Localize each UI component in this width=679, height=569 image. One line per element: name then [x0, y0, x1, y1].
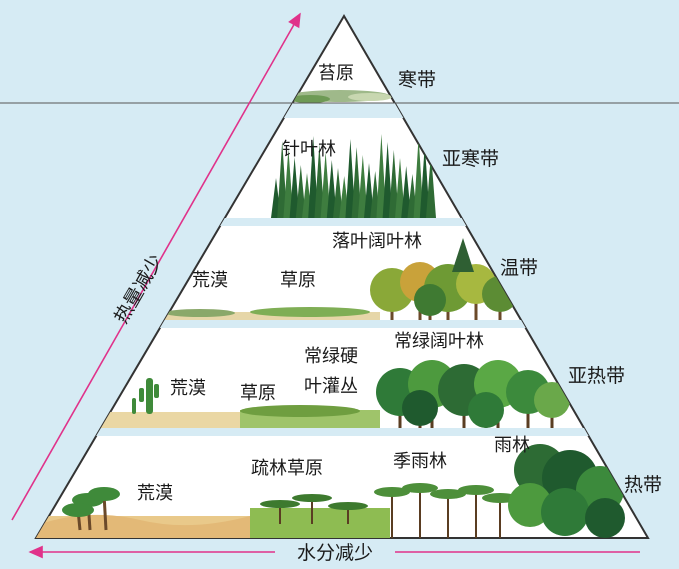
conifer-tree-icon: [452, 238, 474, 272]
veg-label-savanna: 疏林草原: [251, 458, 323, 479]
coniferous-forest-illustration: [271, 134, 436, 218]
conifer-tree-icon: [326, 160, 337, 218]
subtropical-illustration: [100, 360, 570, 428]
conifer-tree-icon: [277, 141, 288, 218]
temperate-illustration: [150, 238, 518, 320]
tropical-illustration: [36, 444, 625, 538]
zone-label-tropical: 热带: [624, 474, 662, 496]
zone-label-subcold: 亚寒带: [442, 148, 499, 170]
veg-label-sclerophyll-1: 常绿硬: [304, 346, 358, 367]
conifer-tree-icon: [283, 149, 294, 218]
conifer-tree-icon: [413, 137, 424, 218]
zone-label-cold: 寒带: [398, 69, 436, 91]
rainforest-tree-icon: [585, 498, 625, 538]
conifer-tree-icon: [419, 145, 430, 218]
evergreen-tree-icon: [402, 390, 438, 426]
conifer-tree-icon: [345, 139, 356, 218]
monsoon-tree-icon: [458, 485, 494, 495]
veg-label-rainforest: 雨林: [494, 435, 530, 456]
heat-axis-arrow: [11, 12, 301, 521]
conifer-tree-icon: [295, 165, 306, 218]
acacia-tree-icon: [260, 500, 300, 508]
veg-label-subtropical-desert: 荒漠: [170, 378, 206, 399]
monsoon-tree-icon: [402, 483, 438, 493]
zone-label-temperate: 温带: [500, 257, 538, 279]
water-axis-label: 水分减少: [297, 542, 373, 564]
conifer-tree-icon: [382, 142, 393, 218]
conifer-tree-icon: [376, 134, 387, 218]
veg-label-temperate-grassland: 草原: [280, 270, 316, 291]
veg-label-tundra: 苔原: [318, 63, 354, 84]
conifer-tree-icon: [314, 144, 325, 218]
veg-label-monsoon: 季雨林: [393, 451, 447, 472]
cactus-icon: [132, 378, 159, 414]
rainforest-tree-icon: [508, 483, 552, 527]
deciduous-tree-icon: [482, 276, 518, 312]
veg-label-subtropical-grassland: 草原: [240, 383, 276, 404]
deciduous-tree-icon: [414, 284, 446, 316]
acacia-tree-icon: [292, 494, 332, 502]
palm-tree-icon: [88, 487, 120, 501]
veg-label-deciduous: 落叶阔叶林: [332, 231, 422, 252]
monsoon-tree-icon: [374, 487, 410, 497]
conifer-tree-icon: [320, 152, 331, 218]
veg-label-tropical-desert: 荒漠: [137, 483, 173, 504]
conifer-tree-icon: [308, 136, 319, 218]
zone-label-subtropical: 亚热带: [568, 365, 625, 387]
acacia-tree-icon: [328, 502, 368, 510]
rainforest-tree-icon: [541, 488, 589, 536]
conifer-tree-icon: [426, 153, 436, 218]
conifer-tree-icon: [401, 166, 412, 218]
conifer-tree-icon: [333, 168, 343, 218]
veg-label-temperate-desert: 荒漠: [192, 270, 228, 291]
evergreen-tree-icon: [468, 392, 504, 428]
conifer-tree-icon: [395, 158, 405, 218]
conifer-tree-icon: [289, 157, 300, 218]
monsoon-tree-icon: [430, 489, 466, 499]
tundra-illustration: [290, 90, 392, 103]
palm-tree-icon: [62, 503, 94, 517]
veg-label-evergreen: 常绿阔叶林: [394, 331, 484, 352]
veg-label-coniferous: 针叶林: [282, 139, 336, 160]
conifer-tree-icon: [357, 155, 368, 218]
veg-label-sclerophyll-2: 叶灌丛: [304, 376, 358, 397]
conifer-tree-icon: [351, 147, 362, 218]
evergreen-tree-icon: [534, 382, 570, 418]
conifer-tree-icon: [364, 163, 374, 218]
conifer-tree-icon: [388, 150, 399, 218]
heat-axis-label: 热量减少: [110, 251, 167, 328]
